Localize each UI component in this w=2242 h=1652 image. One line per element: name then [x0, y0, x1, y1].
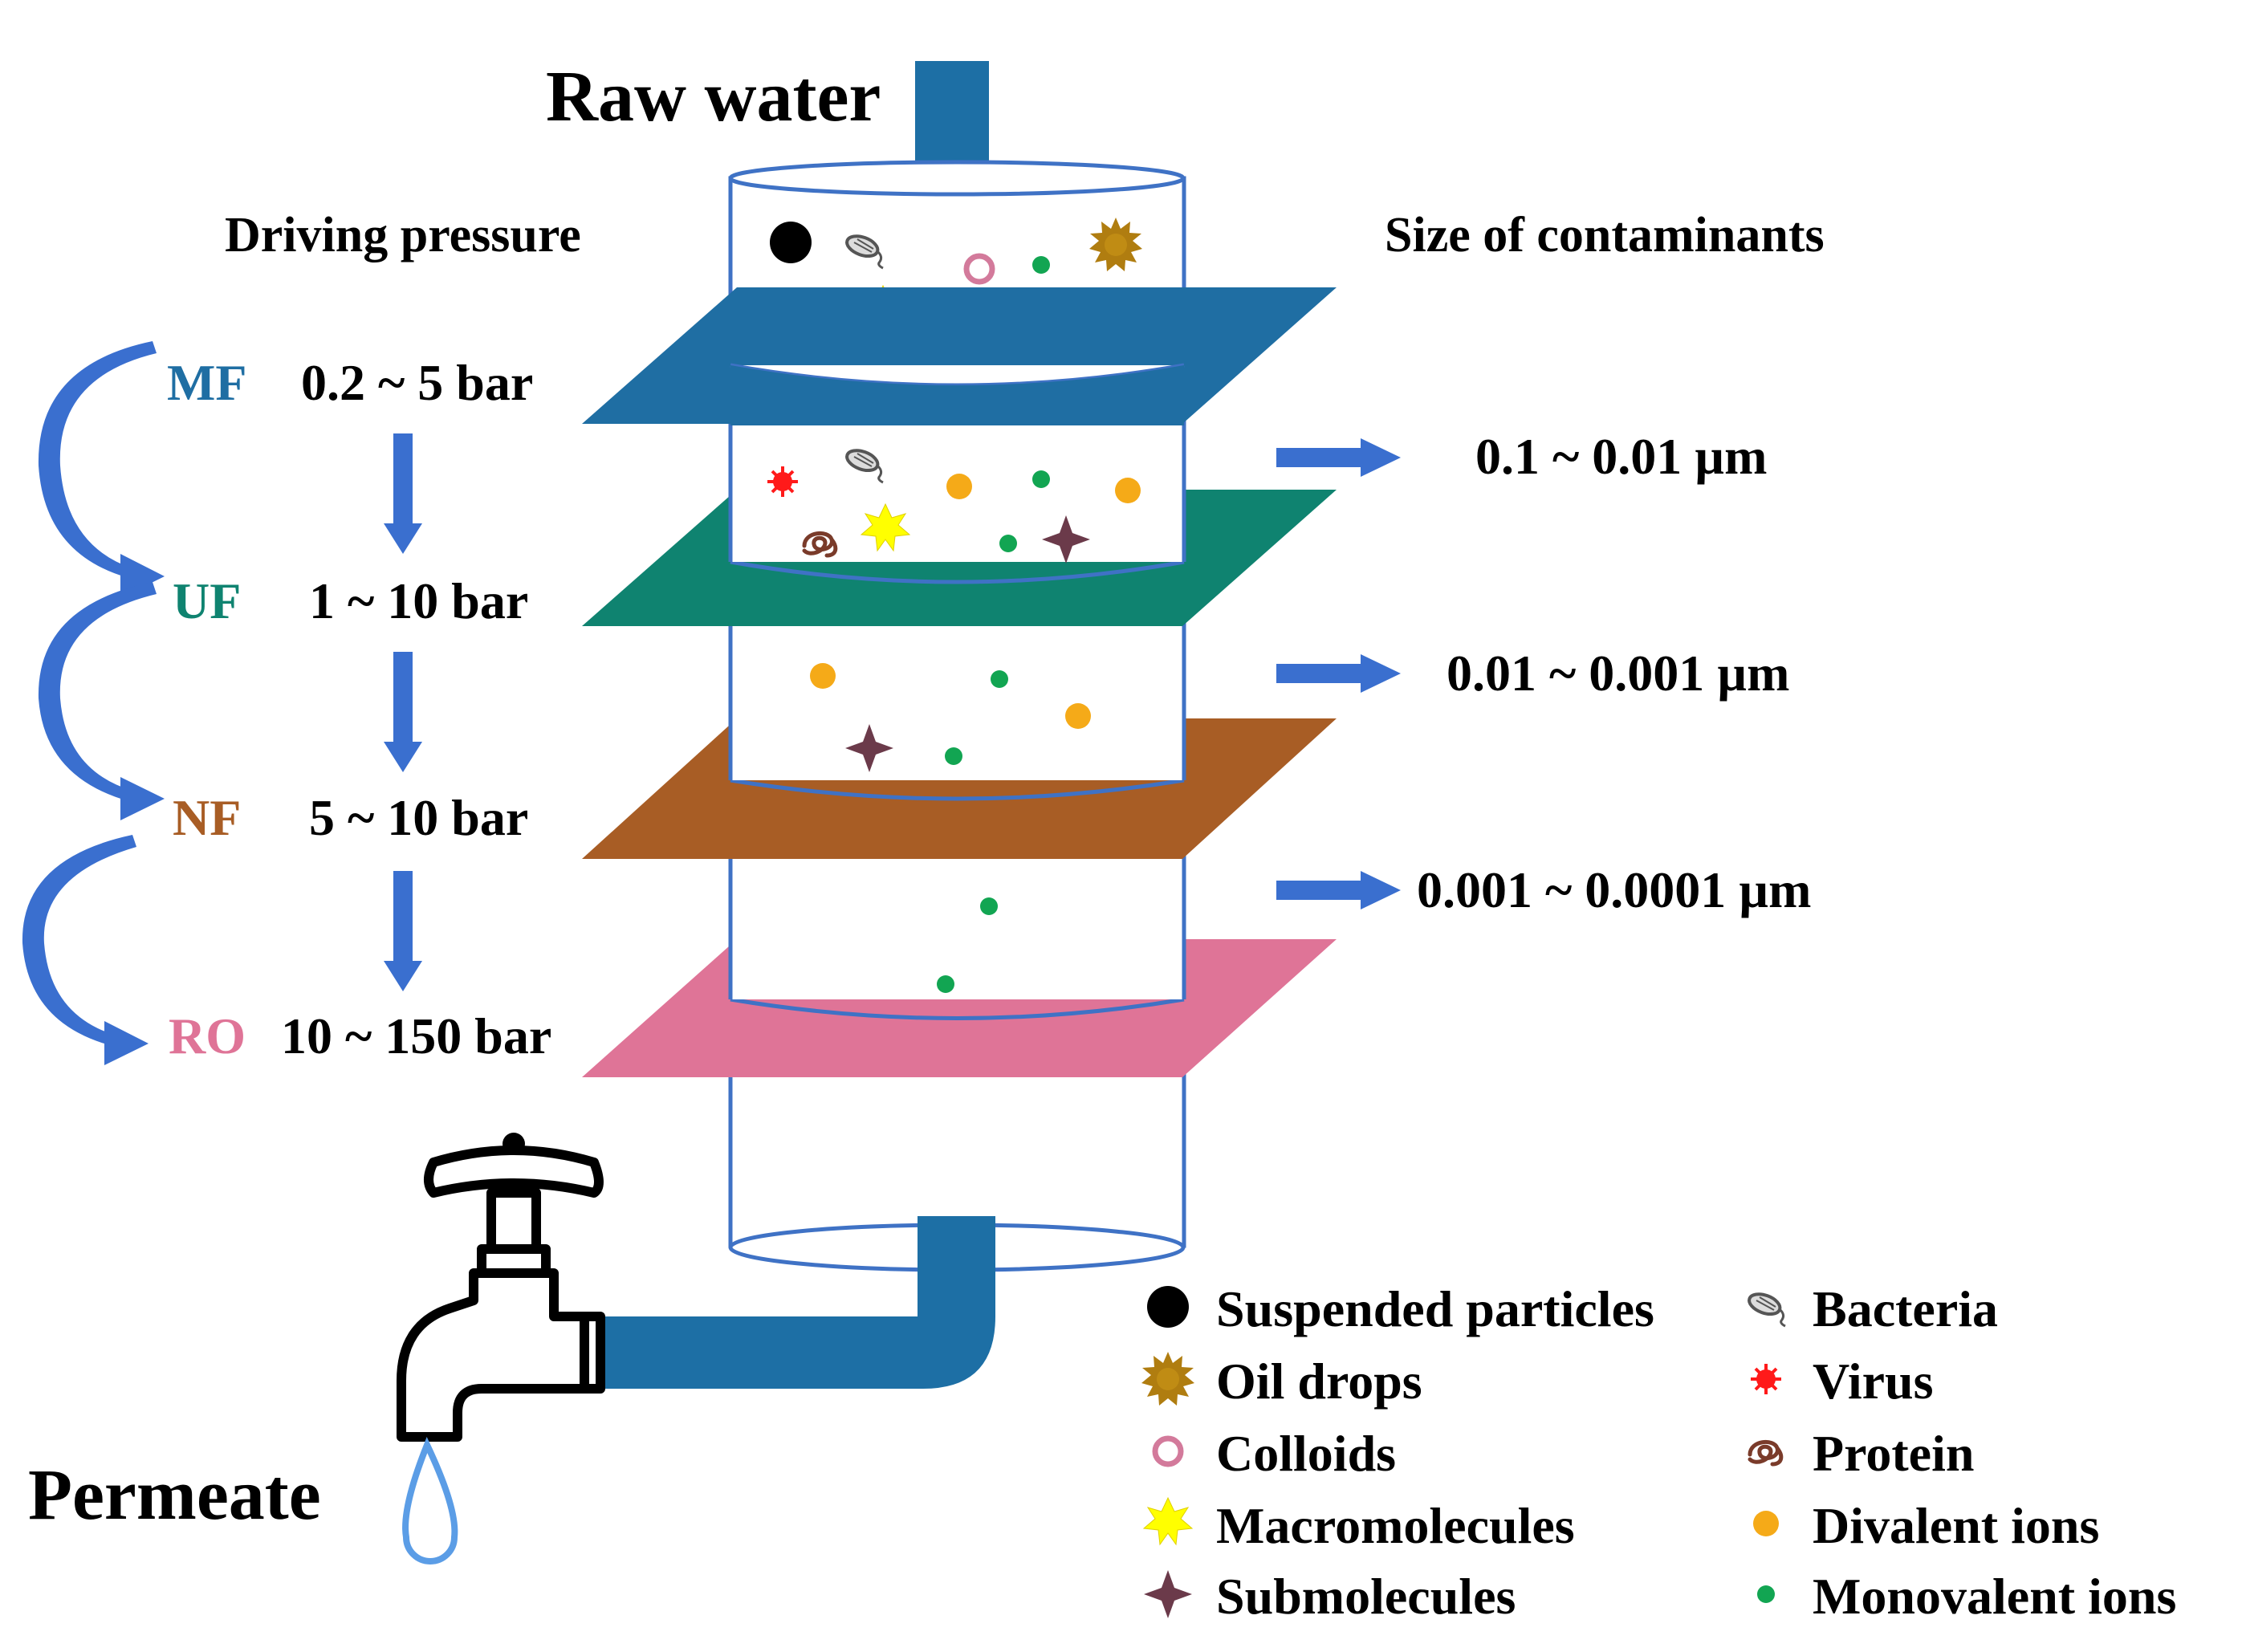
outlet-pipe [598, 1216, 995, 1389]
stage-label-mf: MF [167, 354, 247, 411]
divalent-ion [1065, 703, 1091, 729]
star-icon [1143, 1497, 1193, 1545]
water-drop-icon [402, 1437, 458, 1565]
legend-virus: Virus [1813, 1353, 1934, 1410]
down-arrow-icon [384, 652, 422, 772]
ring-icon [1155, 1438, 1181, 1464]
legend-protein: Protein [1813, 1425, 1974, 1482]
curved-stage-arrows [22, 341, 165, 1065]
right-arrow-icon [1276, 871, 1401, 909]
monovalent-ion [1032, 470, 1050, 488]
divalent-ion [946, 474, 972, 499]
legend: Suspended particles Oil drops Colloids M… [1141, 1280, 2176, 1625]
monovalent-ion [937, 975, 954, 993]
pressure-ro: 10 ~ 150 bar [281, 1007, 551, 1064]
curved-arrow-icon [22, 835, 149, 1065]
raw-water-label: Raw water [546, 57, 881, 136]
legend-colloids: Colloids [1216, 1425, 1396, 1482]
legend-oil-drops: Oil drops [1216, 1353, 1422, 1410]
orange-dot-icon [1753, 1511, 1779, 1536]
protein-coil-icon [1750, 1442, 1781, 1464]
legend-macromolecules: Macromolecules [1216, 1497, 1575, 1554]
faucet-icon [397, 1133, 605, 1442]
suspended-particle [770, 222, 812, 263]
driving-pressure-header: Driving pressure [225, 208, 581, 262]
size-range-3: 0.001 ~ 0.0001 µm [1417, 861, 1811, 918]
monovalent-ion [999, 535, 1017, 552]
bacteria-icon [1744, 1288, 1787, 1328]
sunburst-icon [1141, 1352, 1194, 1406]
pressure-step-arrows [384, 433, 422, 991]
size-range-1: 0.1 ~ 0.01 µm [1475, 428, 1767, 485]
size-arrows [1276, 438, 1401, 909]
membrane-mf [582, 287, 1337, 427]
divalent-ion [1115, 478, 1141, 503]
pressure-nf: 5 ~ 10 bar [309, 789, 528, 846]
stage-label-uf: UF [173, 572, 241, 629]
stage-label-nf: NF [173, 789, 241, 846]
black-dot-icon [1147, 1286, 1189, 1328]
curved-arrow-icon [38, 341, 165, 598]
down-arrow-icon [384, 871, 422, 991]
down-arrow-icon [384, 433, 422, 554]
pressure-mf: 0.2 ~ 5 bar [301, 354, 533, 411]
legend-bacteria: Bacteria [1813, 1280, 1998, 1337]
size-of-contaminants-header: Size of contaminants [1385, 208, 1825, 262]
pressure-uf: 1 ~ 10 bar [309, 572, 528, 629]
diamond-star-icon [1144, 1570, 1192, 1618]
legend-suspended-particles: Suspended particles [1216, 1280, 1654, 1337]
monovalent-ion [1032, 256, 1050, 274]
curved-arrow-icon [38, 582, 165, 820]
monovalent-ion [945, 747, 962, 765]
right-arrow-icon [1276, 438, 1401, 477]
legend-monovalent-ions: Monovalent ions [1813, 1568, 2176, 1625]
monovalent-ion [980, 897, 998, 915]
stage-label-ro: RO [169, 1007, 246, 1064]
legend-submolecules: Submolecules [1216, 1568, 1516, 1625]
legend-divalent-ions: Divalent ions [1813, 1497, 2099, 1554]
permeate-label: Permeate [28, 1455, 321, 1535]
divalent-ion [810, 663, 836, 689]
right-arrow-icon [1276, 654, 1401, 693]
green-dot-icon [1757, 1585, 1775, 1603]
size-range-2: 0.01 ~ 0.001 µm [1447, 645, 1789, 702]
monovalent-ion [991, 670, 1008, 688]
virus-icon [1749, 1362, 1783, 1396]
